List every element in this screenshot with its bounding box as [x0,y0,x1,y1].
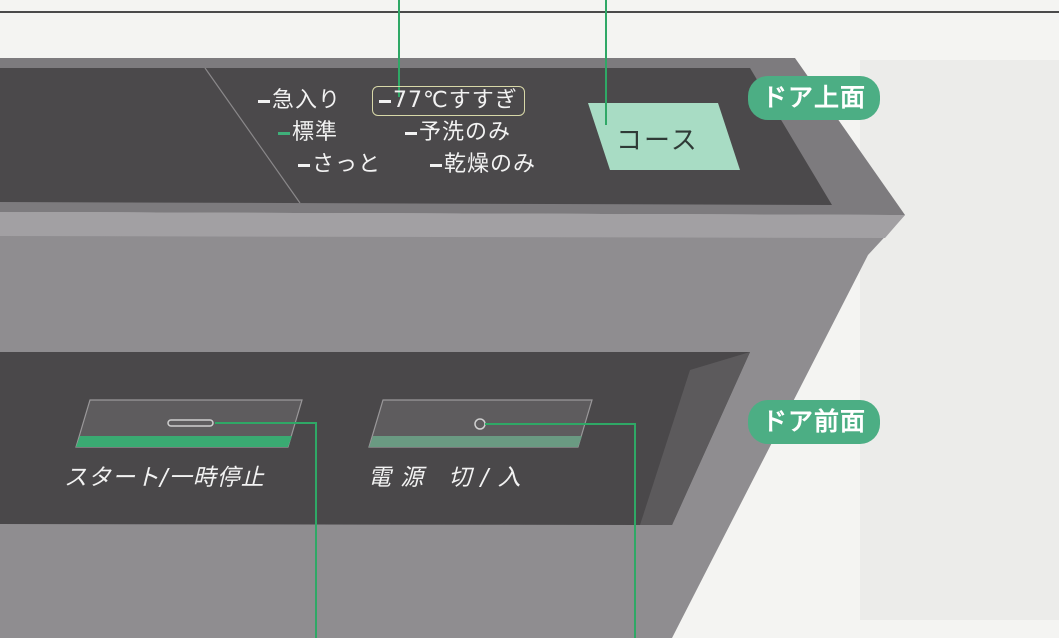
top-rule [0,11,1059,13]
power-label: 電 源 切 / 入 [368,465,522,491]
start-pause-label: スタート/一時停止 [64,465,265,491]
door-front-tag: ドア前面 [748,400,881,444]
course-option-standard: 標準 [278,120,338,146]
background-block [860,60,1059,620]
callout-line-start [215,422,317,638]
start-pause-indicator-bar [76,436,292,447]
door-top-tag: ドア上面 [748,76,881,120]
course-button-label[interactable]: コース [616,126,699,156]
course-option-prewash-only: 予洗のみ [405,120,511,146]
course-option-quick-in: 急入り [258,88,341,114]
course-option-quick: さっと [298,152,381,178]
panel-divider [204,67,301,204]
door-bevel [0,212,905,238]
start-pause-slot [167,419,214,427]
course-button [588,103,740,170]
callout-line-power [485,423,636,638]
top-control-panel [0,68,832,205]
course-option-77c-rinse: 77℃すすぎ [372,86,525,116]
front-panel-recess [640,352,750,525]
power-indicator-bar [369,436,582,447]
course-option-dry-only: 乾燥のみ [430,152,536,178]
